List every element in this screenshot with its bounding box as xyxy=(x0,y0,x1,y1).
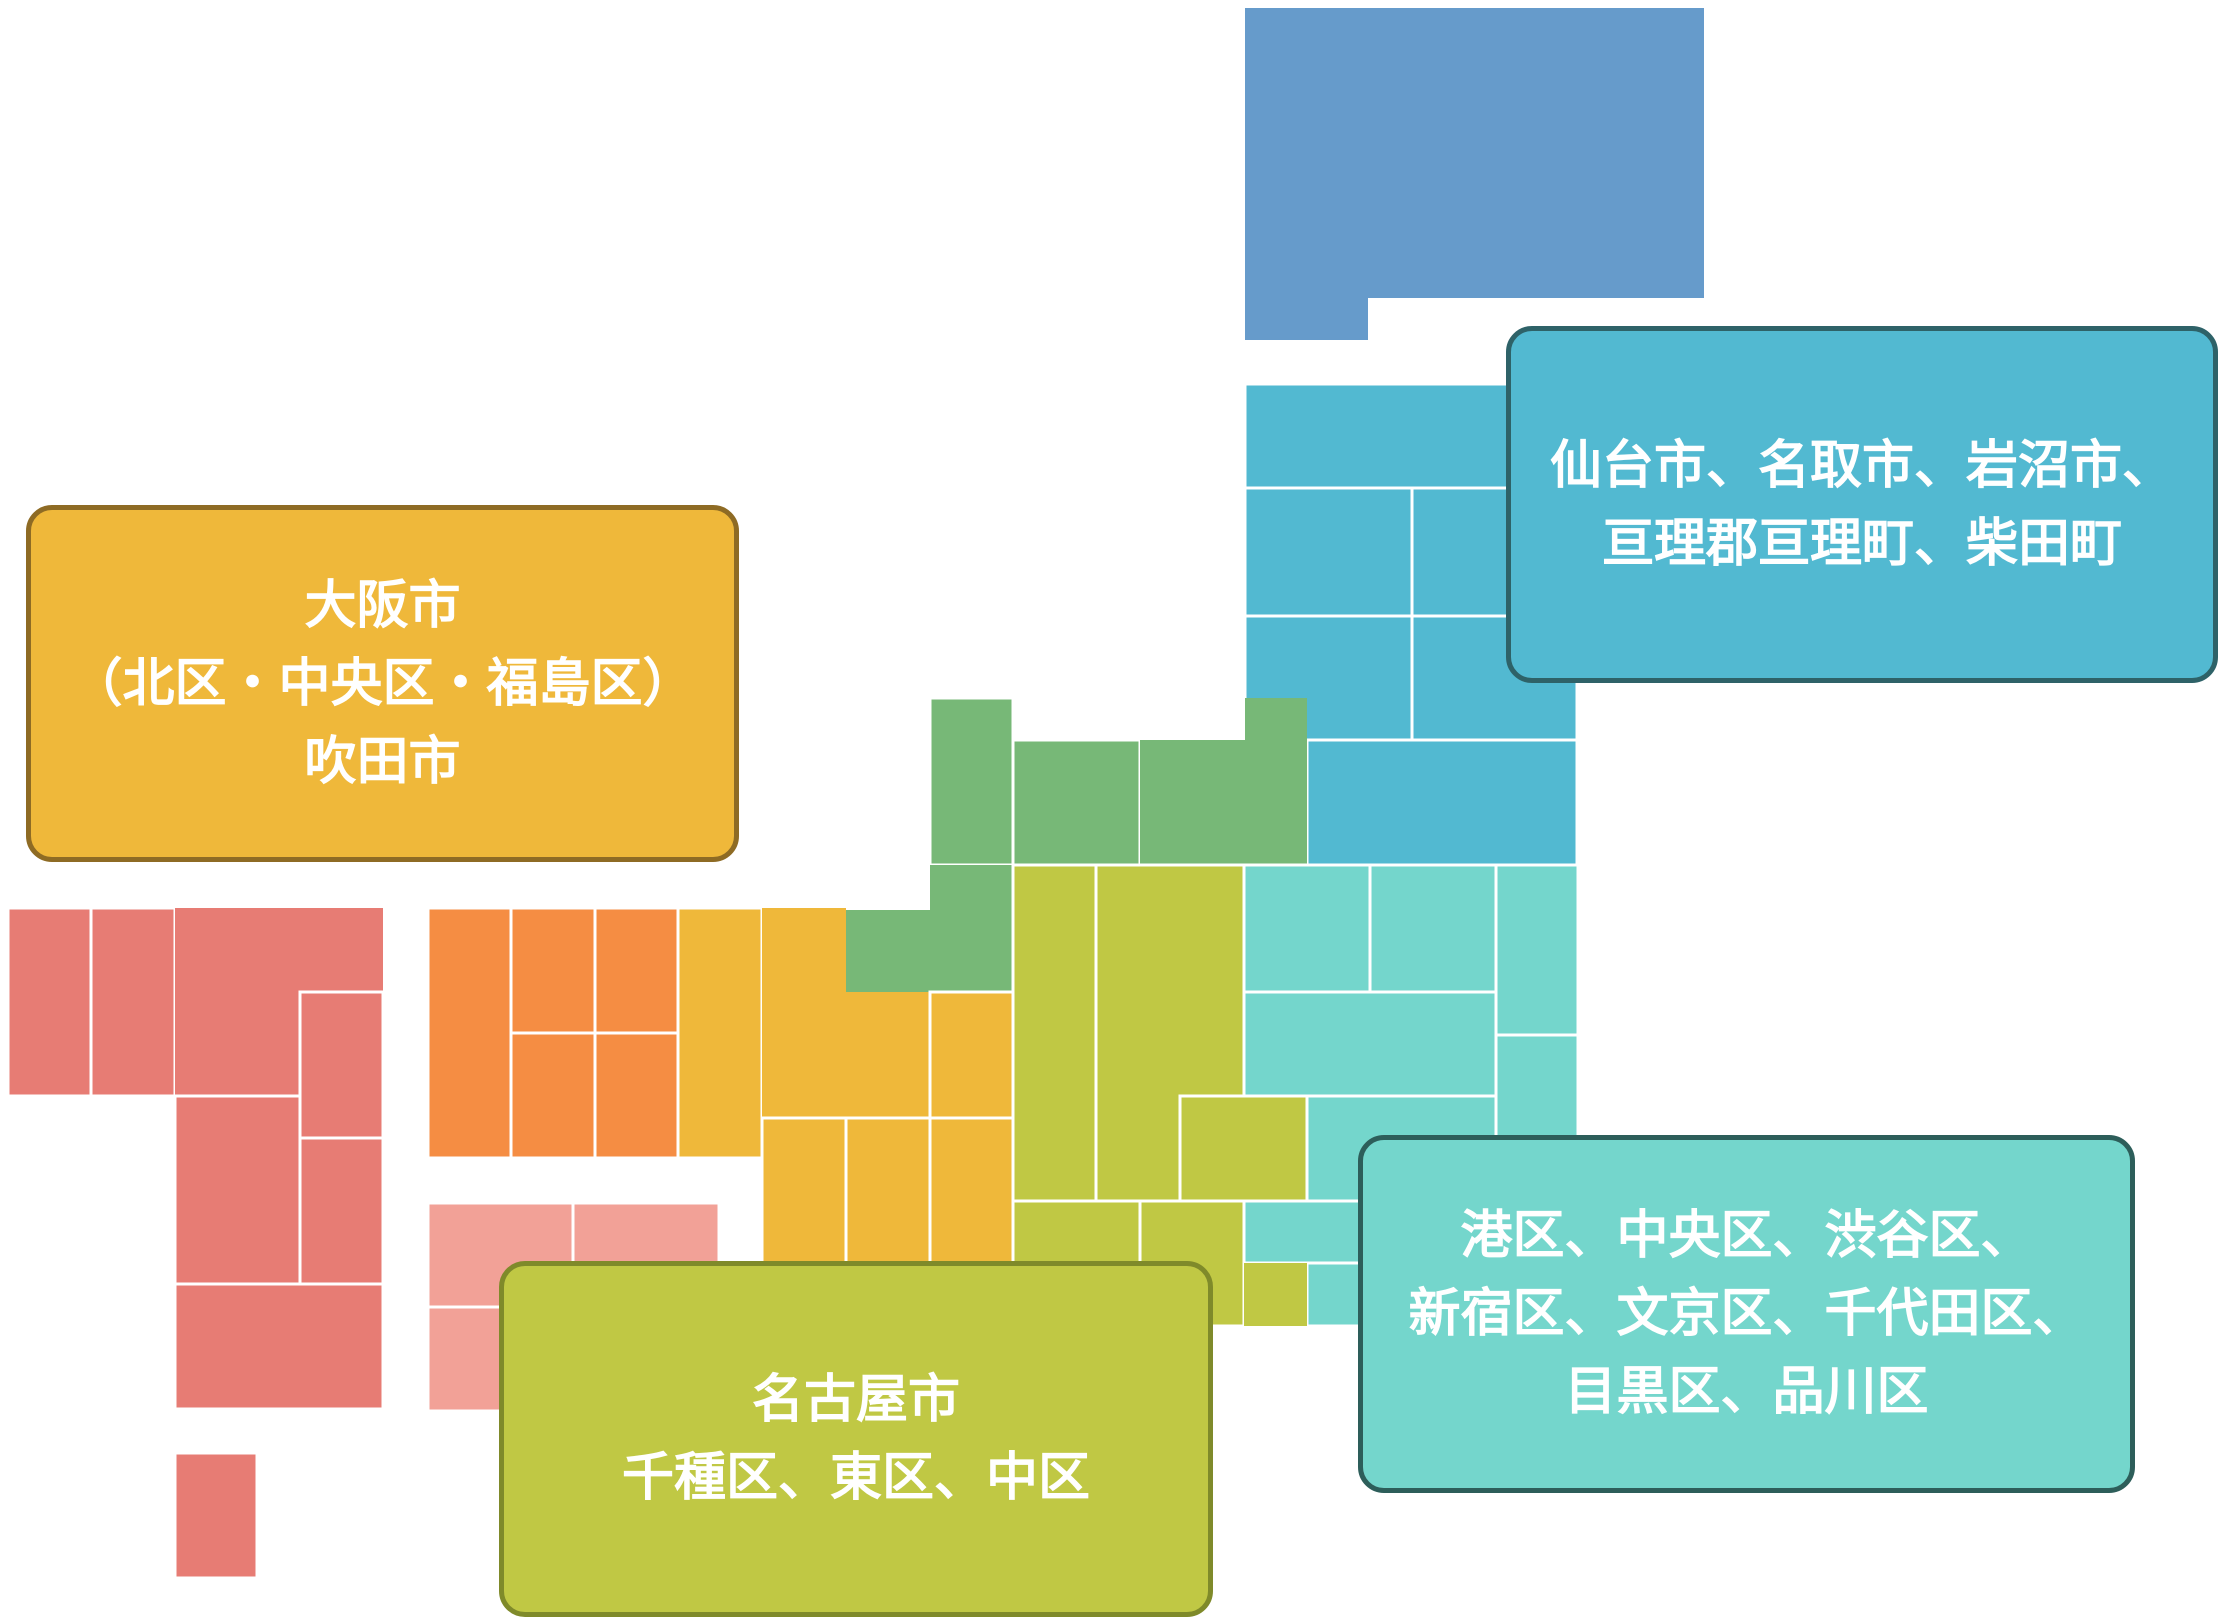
callout-nagoya-line-2: 千種区、東区、中区 xyxy=(621,1448,1090,1508)
callout-osaka-line-3: 吹田市 xyxy=(304,731,461,792)
pref-okayama xyxy=(593,1031,680,1160)
pref-hiroshima xyxy=(509,1031,597,1160)
callout-osaka-line-1: 大阪市 xyxy=(304,575,461,636)
pref-hokkaido xyxy=(1245,8,1704,340)
pref-niigata xyxy=(1140,698,1307,865)
region-kyushu xyxy=(6,906,385,1580)
pref-tottori xyxy=(593,906,680,1035)
callout-nagoya-line-1: 名古屋市 xyxy=(751,1370,960,1430)
callout-sendai: 仙台市、名取市、岩沼市、 亘理郡亘理町、柴田町 xyxy=(1506,326,2218,683)
pref-nagasaki xyxy=(6,906,93,1098)
pref-fukuoka xyxy=(175,908,383,1096)
pref-kanagawa xyxy=(1242,1199,1372,1265)
pref-gunma xyxy=(1242,863,1372,994)
pref-ibaraki xyxy=(1494,863,1580,1037)
pref-akita xyxy=(1243,486,1414,618)
pref-saitama xyxy=(1242,990,1498,1098)
callout-tokyo-line-2: 新宿区、文京区、千代田区、 xyxy=(1408,1284,2085,1344)
pref-ishikawa xyxy=(928,696,1015,867)
pref-hyogo xyxy=(676,906,764,1160)
pref-oita xyxy=(298,990,385,1140)
callout-tokyo-line-3: 目黒区、品川区 xyxy=(1564,1362,1929,1422)
pref-tochigi xyxy=(1368,863,1498,994)
region-hokkaido xyxy=(1245,8,1704,340)
pref-shiga xyxy=(928,990,1015,1120)
pref-shimane xyxy=(509,906,597,1035)
pref-gifu xyxy=(1011,863,1098,1203)
callout-tokyo-line-1: 港区、中央区、渋谷区、 xyxy=(1460,1206,2033,1266)
pref-nara xyxy=(844,1116,932,1270)
callout-osaka: 大阪市 （北区・中央区・福島区） 吹田市 xyxy=(26,505,739,862)
callout-osaka-line-2: （北区・中央区・福島区） xyxy=(70,653,695,714)
pref-kagoshima xyxy=(173,1282,385,1411)
pref-okinawa xyxy=(173,1451,259,1580)
pref-shizuoka-east xyxy=(1244,1201,1307,1326)
callout-tokyo: 港区、中央区、渋谷区、 新宿区、文京区、千代田区、 目黒区、品川区 xyxy=(1358,1135,2135,1493)
region-hokuriku xyxy=(846,696,1307,992)
callout-sendai-line-1: 仙台市、名取市、岩沼市、 xyxy=(1549,435,2174,496)
pref-saga xyxy=(89,906,177,1098)
pref-fukui xyxy=(846,865,1013,992)
region-kanto xyxy=(1242,863,1580,1328)
pref-yamaguchi xyxy=(426,906,513,1160)
pref-osaka xyxy=(760,1116,848,1270)
pref-toyama xyxy=(1011,738,1142,867)
region-chugoku xyxy=(426,906,680,1160)
pref-yamanashi xyxy=(1178,1094,1309,1203)
pref-miyazaki xyxy=(298,1136,385,1286)
pref-kyoto xyxy=(762,908,930,1118)
pref-mie xyxy=(928,1116,1015,1270)
pref-kumamoto xyxy=(173,1094,302,1286)
callout-sendai-line-2: 亘理郡亘理町、柴田町 xyxy=(1601,513,2122,574)
pref-fukushima xyxy=(1305,738,1579,867)
callout-nagoya: 名古屋市 千種区、東区、中区 xyxy=(499,1261,1213,1617)
